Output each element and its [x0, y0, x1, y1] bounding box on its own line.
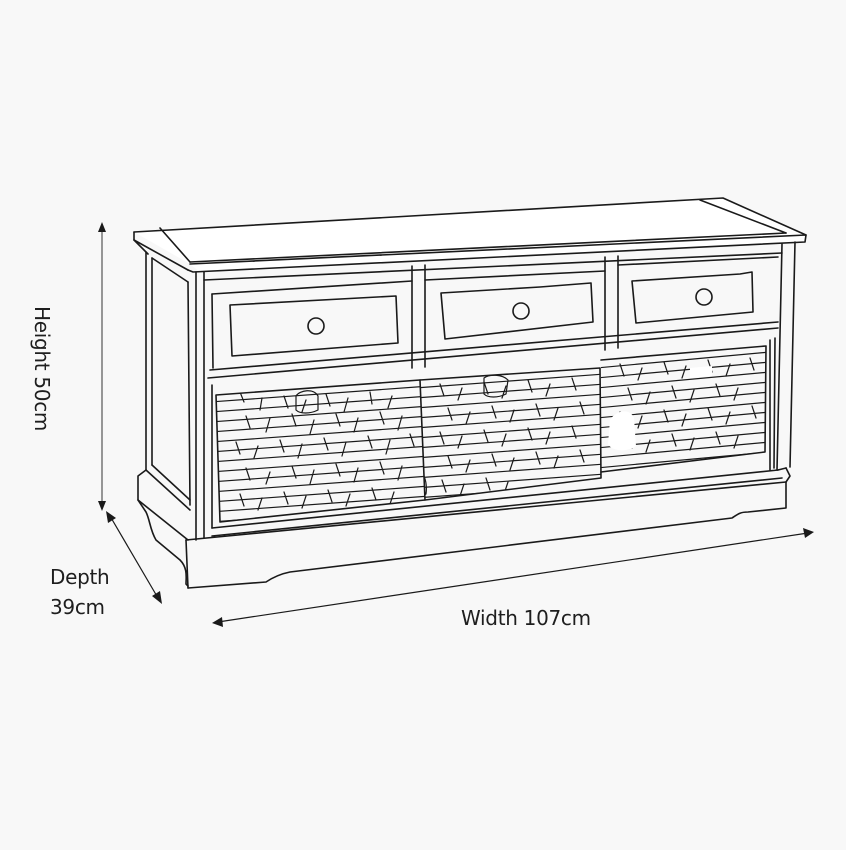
- drawer-right-knob-icon: [695, 288, 713, 306]
- drawer-frame: [203, 252, 783, 379]
- basket-middle[interactable]: [415, 367, 605, 501]
- drawer-left-knob-icon: [307, 317, 325, 335]
- basket-left[interactable]: [210, 379, 430, 523]
- width-dimension-line: [212, 528, 814, 627]
- drawer-middle-knob-icon: [512, 302, 530, 320]
- drawer-right[interactable]: [617, 256, 779, 324]
- basket-frame: [211, 337, 783, 537]
- depth-label: Depth: [50, 565, 110, 589]
- top-board: [133, 197, 807, 273]
- width-label: Width 107cm: [461, 606, 591, 630]
- left-side-panel: [145, 251, 205, 541]
- plinth-base: [137, 467, 791, 589]
- height-label: Height 50cm: [30, 306, 54, 432]
- depth-dimension-line: [106, 511, 162, 604]
- depth-value-label: 39cm: [50, 595, 105, 619]
- drawer-middle[interactable]: [424, 270, 606, 340]
- basket-right[interactable]: [596, 345, 770, 473]
- height-dimension-line: [98, 222, 106, 511]
- right-side-post: [776, 241, 796, 471]
- drawer-left[interactable]: [211, 280, 413, 369]
